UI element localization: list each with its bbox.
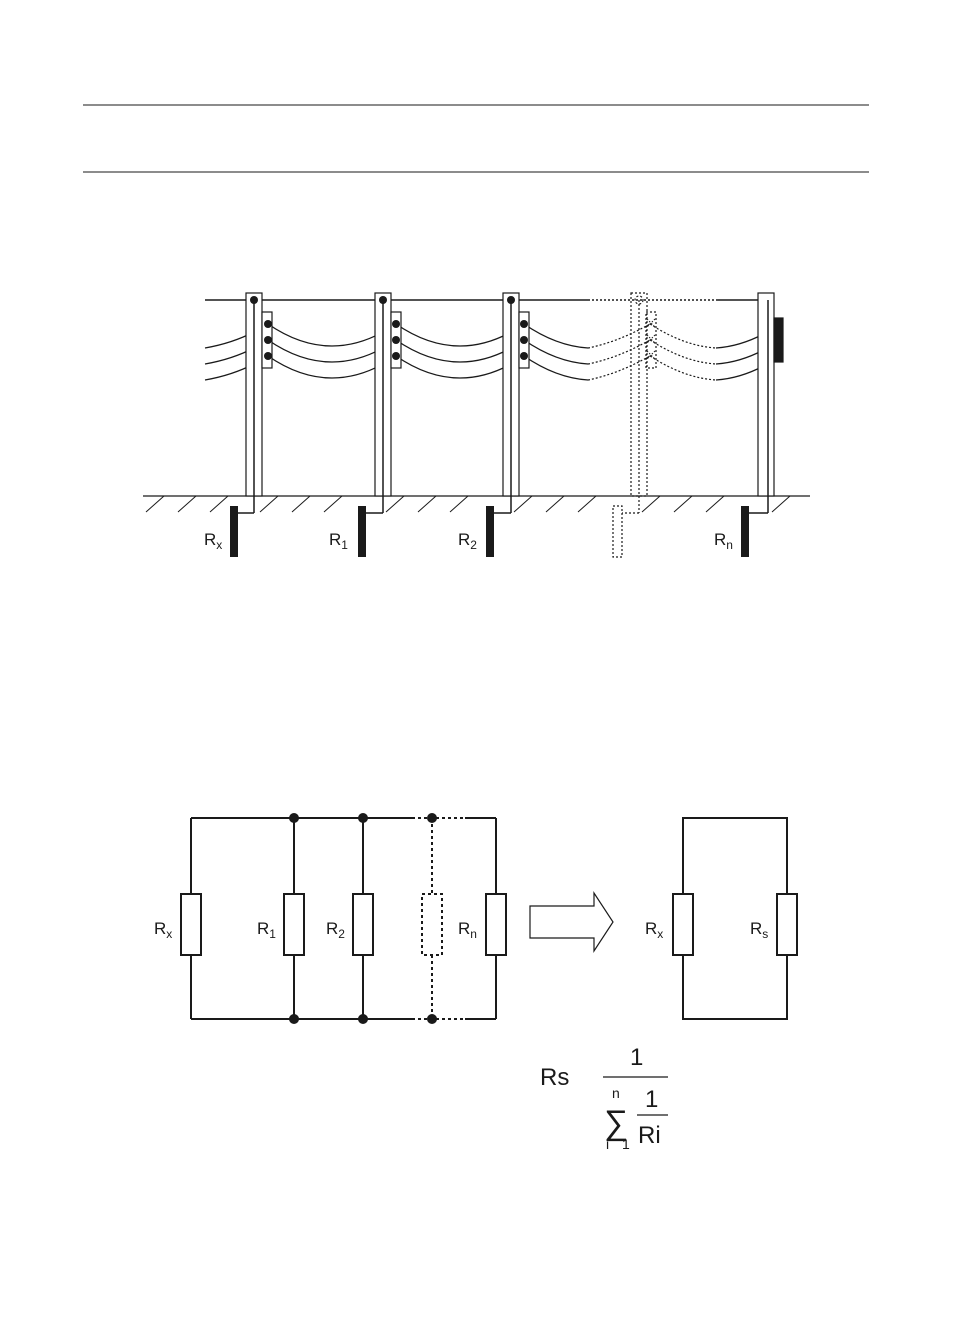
resistor-r2 xyxy=(353,894,373,955)
label-rn-top: Rn xyxy=(714,530,733,552)
formula-numerator: 1 xyxy=(630,1044,643,1071)
ground-electrode-rx xyxy=(230,506,238,557)
label-rx-circuit: Rx xyxy=(154,919,172,941)
ground-electrode-r2 xyxy=(486,506,494,557)
resistor-dotted xyxy=(422,894,442,955)
resistor-rn xyxy=(486,894,506,955)
formula-sum-lower-i: i xyxy=(606,1136,609,1152)
resistor-rx xyxy=(181,894,201,955)
label-r2-top: R2 xyxy=(458,530,477,552)
label-r1-top: R1 xyxy=(329,530,348,552)
pole-r2 xyxy=(486,293,529,557)
formula: Rs 1 n ∑ i 1 1 Ri xyxy=(540,1044,668,1152)
label-rx-equivalent: Rx xyxy=(645,919,663,941)
equivalent-circuit xyxy=(673,818,797,1019)
resistor-r1 xyxy=(284,894,304,955)
label-rn-circuit: Rn xyxy=(458,919,477,941)
resistor-rs xyxy=(777,894,797,955)
power-line-diagram xyxy=(143,293,810,557)
pole-r1 xyxy=(358,293,401,557)
phase-conductors-dotted xyxy=(588,324,716,380)
ground-electrode-dotted xyxy=(613,506,622,557)
ground-hatching xyxy=(146,496,790,512)
label-r2-circuit: R2 xyxy=(326,919,345,941)
formula-inner-denominator: Ri xyxy=(638,1122,661,1149)
phase-conductors xyxy=(205,324,780,380)
pole-rx xyxy=(230,293,272,557)
formula-sum-upper: n xyxy=(612,1085,620,1101)
pole-rn xyxy=(741,293,783,557)
ground-electrode-rn xyxy=(741,506,749,557)
formula-lhs: Rs xyxy=(540,1064,569,1091)
label-rs-equivalent: Rs xyxy=(750,919,768,941)
right-arrow-icon xyxy=(530,893,613,951)
formula-inner-numerator: 1 xyxy=(645,1086,658,1113)
formula-sum-lower-1: 1 xyxy=(622,1136,630,1152)
resistor-rx-equivalent xyxy=(673,894,693,955)
label-rx-top: Rx xyxy=(204,530,222,552)
ground-electrode-r1 xyxy=(358,506,366,557)
label-r1-circuit: R1 xyxy=(257,919,276,941)
